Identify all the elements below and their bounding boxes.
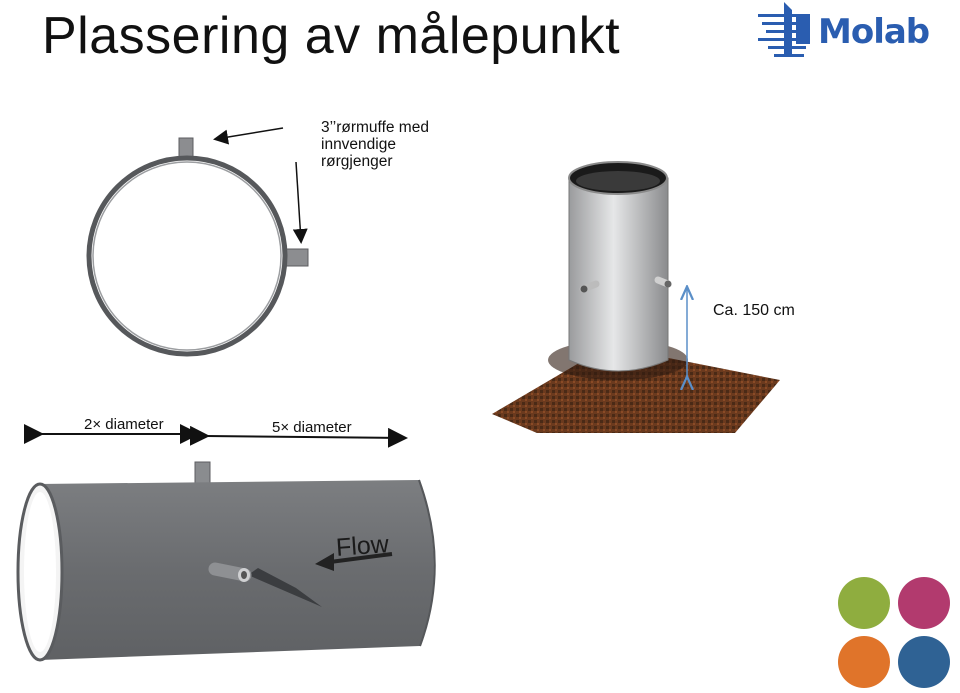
height-label: Ca. 150 cm [713, 302, 795, 319]
slide-title: Plassering av målepunkt [42, 7, 621, 65]
side-port [654, 276, 672, 288]
upstream-distance-label: 2× diameter [84, 416, 164, 433]
flow-label: Flow [335, 530, 390, 562]
horizontal-pipe-diagram [16, 424, 436, 662]
decor-dot-magenta [898, 577, 950, 629]
downstream-distance-label: 5× diameter [272, 419, 352, 436]
pipe-fitting-label: 3’’rørmuffe med innvendige rørgjenger [321, 119, 429, 170]
side-port [579, 280, 600, 293]
logo-text: Molab [818, 12, 930, 52]
molab-logo [758, 2, 810, 57]
vertical-pipe-diagram [492, 161, 780, 433]
decor-dot-blue [898, 636, 950, 688]
cross-section-diagram [86, 127, 309, 357]
decor-dot-orange [838, 636, 890, 688]
decor-dot-green [838, 577, 890, 629]
